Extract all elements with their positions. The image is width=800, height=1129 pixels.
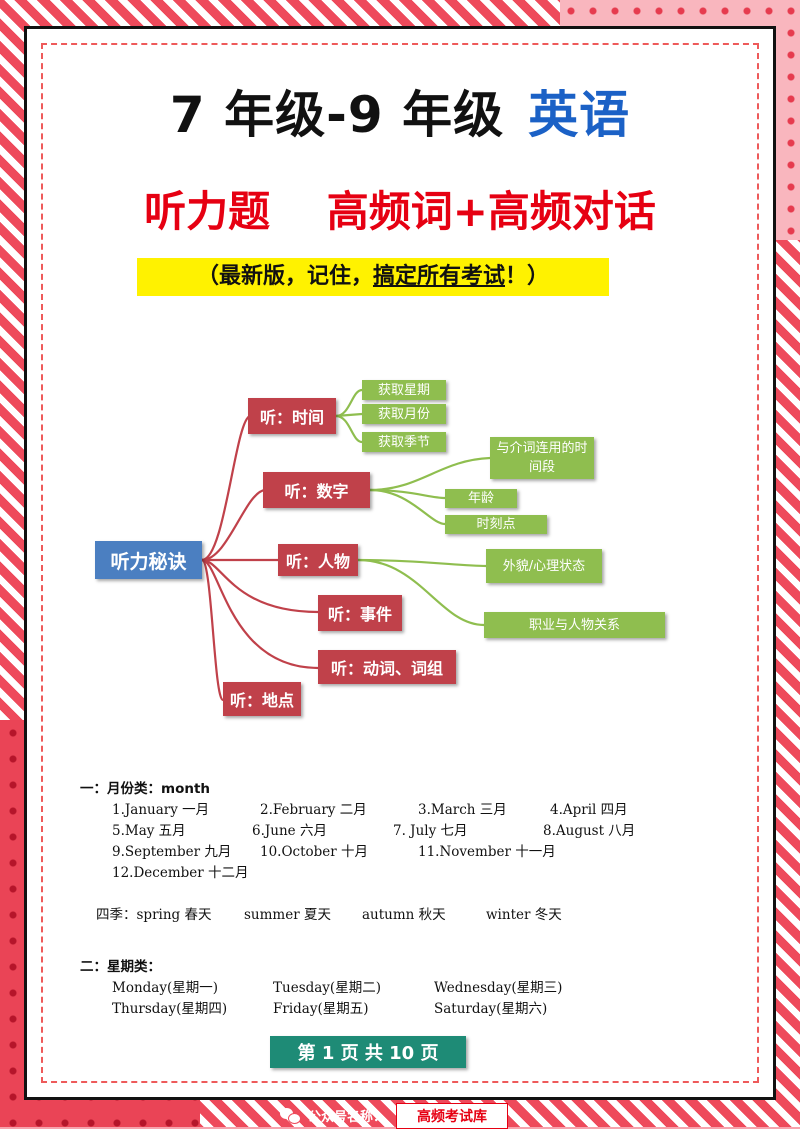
month-item: 6.June 六月 xyxy=(252,823,327,839)
weekday-item: Tuesday(星期二) xyxy=(273,980,381,996)
leaf-season: 获取季节 xyxy=(362,432,446,452)
season-item: autumn 秋天 xyxy=(362,907,446,923)
month-item: 4.April 四月 xyxy=(550,802,628,818)
weekday-item: Saturday(星期六) xyxy=(434,1001,548,1017)
title-subject: 英语 xyxy=(528,86,631,144)
weekday-item: Friday(星期五) xyxy=(273,1001,369,1017)
leaf-month: 获取月份 xyxy=(362,404,446,424)
branch-place: 听：地点 xyxy=(223,682,301,716)
wechat-icon xyxy=(280,1107,302,1124)
month-item: 2.February 二月 xyxy=(260,802,367,818)
page-title: 7 年级-9 年级英语 xyxy=(0,75,800,147)
mindmap-root: 听力秘诀 xyxy=(95,541,202,579)
month-item: 9.September 九月 xyxy=(112,844,232,860)
leaf-weekday: 获取星期 xyxy=(362,380,446,400)
branch-time: 听：时间 xyxy=(248,398,336,434)
tag-text-after: ！） xyxy=(505,264,550,289)
season-item: summer 夏天 xyxy=(244,907,331,923)
leaf-clock-time: 时刻点 xyxy=(445,515,547,534)
months-heading: 一：月份类：month xyxy=(80,781,211,797)
tag-text-before: （最新版，记住， xyxy=(196,264,373,289)
branch-number: 听：数字 xyxy=(263,472,370,508)
leaf-occupation: 职业与人物关系 xyxy=(484,612,665,638)
leaf-time-period: 与介词连用的时间段 xyxy=(490,437,594,479)
month-item: 7. July 七月 xyxy=(393,823,468,839)
weekday-item: Monday(星期一) xyxy=(112,980,218,996)
weekday-item: Thursday(星期四) xyxy=(112,1001,228,1017)
leaf-age: 年龄 xyxy=(445,489,517,508)
bottom-bar: 公众号名称： 高频考试库 xyxy=(280,1102,509,1129)
month-item: 12.December 十二月 xyxy=(112,865,249,881)
account-label: 公众号名称： xyxy=(308,1110,387,1125)
month-item: 10.October 十月 xyxy=(260,844,369,860)
tag-text-underlined: 搞定所有考试 xyxy=(372,264,505,289)
branch-event: 听：事件 xyxy=(318,595,402,631)
weekdays-heading: 二：星期类： xyxy=(80,959,161,975)
page-subtitle: 听力题 高频词+高频对话 xyxy=(144,187,656,236)
month-item: 3.March 三月 xyxy=(418,802,507,818)
month-item: 11.November 十一月 xyxy=(418,844,556,860)
account-name: 高频考试库 xyxy=(396,1102,509,1129)
highlight-tag: （最新版，记住，搞定所有考试！） xyxy=(137,258,609,296)
branch-person: 听：人物 xyxy=(278,544,358,576)
weekday-item: Wednesday(星期三) xyxy=(434,980,563,996)
month-item: 1.January 一月 xyxy=(112,802,210,818)
title-grades: 7 年级-9 年级 xyxy=(169,86,505,144)
month-item: 8.August 八月 xyxy=(543,823,636,839)
season-item: winter 冬天 xyxy=(486,907,562,923)
mindmap-connectors xyxy=(200,388,491,702)
season-item: 四季：spring 春天 xyxy=(96,907,212,923)
branch-verb: 听：动词、词组 xyxy=(318,650,456,684)
page-number: 第 1 页 共 10 页 xyxy=(270,1036,466,1068)
leaf-appearance: 外貌/心理状态 xyxy=(486,549,602,583)
dashed-border xyxy=(41,43,759,1083)
month-item: 5.May 五月 xyxy=(112,823,186,839)
